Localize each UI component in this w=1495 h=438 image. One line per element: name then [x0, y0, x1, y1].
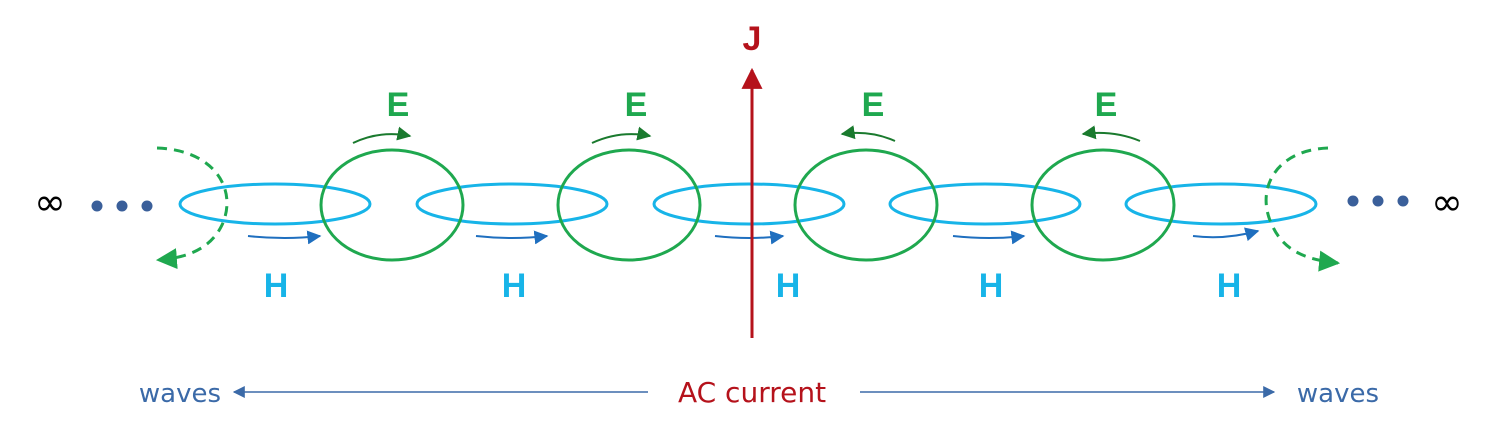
e-arrow-3 — [840, 125, 896, 142]
e-dashed-arc-left — [155, 146, 229, 270]
e-loop-3 — [793, 148, 939, 262]
infinity-left: ∞ — [34, 180, 66, 224]
h-loop-4 — [888, 182, 1082, 226]
h-label-5: H — [1217, 267, 1242, 305]
ac-current-label: AC current — [678, 376, 826, 409]
h-loop-3 — [652, 182, 846, 226]
h-label-2: H — [502, 267, 527, 305]
ellipsis-dots-left — [91, 200, 153, 212]
e-loop-2 — [556, 148, 702, 262]
e-arrow-2 — [591, 126, 652, 144]
e-arrow-1 — [352, 126, 412, 144]
e-label-3: E — [862, 86, 885, 124]
ellipsis-dots-right — [1347, 195, 1409, 207]
e-label-1: E — [387, 86, 410, 124]
current-label: J — [743, 20, 762, 58]
dot — [1372, 195, 1384, 207]
dot — [1397, 195, 1409, 207]
dot — [91, 200, 103, 212]
h-arrow-1 — [247, 230, 322, 245]
waves-label-right: waves — [1297, 379, 1379, 409]
e-label-4: E — [1095, 86, 1118, 124]
e-labels: E E E E — [387, 86, 1118, 124]
waves-label-left: waves — [139, 379, 221, 409]
dot — [141, 200, 153, 212]
h-label-1: H — [264, 267, 289, 305]
h-label-4: H — [979, 267, 1004, 305]
electric-field-loops — [155, 146, 1341, 272]
h-loop-5 — [1124, 182, 1318, 226]
h-arrow-3 — [714, 230, 785, 245]
h-circulation-arrows — [247, 227, 1260, 245]
h-label-3: H — [776, 267, 801, 305]
h-arrow-4 — [952, 230, 1026, 245]
h-arrow-2 — [475, 230, 549, 245]
e-label-2: E — [625, 86, 648, 124]
dot — [116, 200, 128, 212]
h-arrow-5 — [1192, 227, 1260, 242]
e-dashed-arc-right — [1264, 146, 1341, 272]
e-loop-1 — [319, 148, 465, 262]
e-loop-4 — [1030, 148, 1176, 262]
h-labels: H H H H H — [264, 267, 1242, 305]
e-arrow-4 — [1081, 125, 1141, 142]
h-loop-2 — [415, 182, 609, 226]
magnetic-field-loops — [178, 182, 1318, 226]
e-circulation-arrows — [352, 125, 1141, 144]
dot — [1347, 195, 1359, 207]
infinity-right: ∞ — [1431, 180, 1463, 224]
h-loop-1 — [178, 182, 372, 226]
